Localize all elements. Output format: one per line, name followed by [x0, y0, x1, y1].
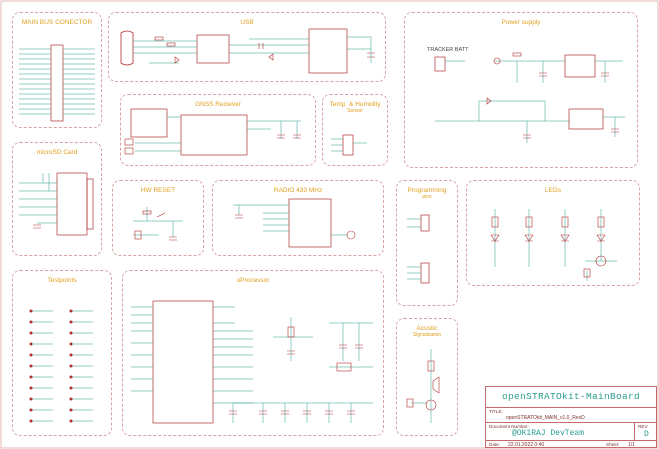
block-uprocessor: uProcessor: [122, 270, 384, 436]
programming-circuit: [407, 214, 430, 284]
title-value: openSTRATOkit_MAIN_v1.0_RevD: [506, 415, 585, 421]
block-testpoints: Testpoints: [12, 270, 112, 436]
block-power: Power supply TRACKER BATT: [404, 12, 638, 168]
block-sub-temp: Sensor: [347, 108, 363, 114]
block-title-programming: Programming: [407, 187, 447, 194]
tb-divider: [486, 422, 656, 423]
testpoints-circuit: [29, 309, 93, 423]
rev-value: D: [644, 430, 649, 439]
block-title-gnss: GNSS Reciever: [195, 101, 241, 108]
block-usb: USB: [108, 12, 386, 82]
block-title-power: Power supply: [501, 19, 541, 26]
main-bus-connector-symbol: [19, 44, 95, 122]
block-title-acoustic: Acustic: [416, 325, 438, 332]
block-title-microsd: microSD Card: [36, 149, 78, 156]
block-temp: Temp. & Humidity Sensor: [322, 94, 388, 166]
block-sub-acoustic: Signalization: [412, 332, 442, 338]
block-microsd: microSD Card: [12, 142, 102, 256]
gnss-circuit: [124, 108, 301, 156]
usb-circuit: [120, 28, 375, 74]
title-label: TITLE:: [489, 409, 503, 414]
tb-divider: [486, 407, 656, 408]
team-name: @OK1RAJ DevTeam: [512, 429, 585, 438]
block-gnss: GNSS Reciever: [120, 94, 316, 166]
block-programming: Programming pins: [396, 180, 458, 306]
rev-divider: [634, 422, 635, 440]
block-title-temp: Temp. & Humidity: [329, 101, 381, 108]
project-name: openSTRATOkit-MainBoard: [501, 391, 641, 402]
uprocessor-circuit: [131, 300, 373, 424]
block-main-bus: MAIN BUS CONECTOR: [12, 12, 102, 128]
block-title-usb: USB: [240, 19, 254, 26]
microsd-circuit: [19, 172, 94, 236]
date-value: 22.01.2022 0:40: [508, 441, 545, 448]
title-block: openSTRATOkit-MainBoard TITLE: openSTRAT…: [485, 386, 657, 448]
block-title-radio: RADIO 433 MHz: [273, 187, 323, 194]
temp-circuit: [331, 134, 367, 156]
block-sub-programming: pins: [422, 194, 432, 200]
block-leds: LEDs: [466, 180, 640, 286]
block-acoustic: Acustic Signalization: [396, 318, 458, 436]
acoustic-circuit: [406, 349, 440, 423]
power-circuit: [434, 52, 625, 143]
tracker-batt-label: TRACKER BATT: [427, 47, 469, 53]
radio-circuit: [233, 198, 356, 248]
sheet-value: 1/1: [628, 441, 635, 448]
leds-circuit: [490, 209, 617, 281]
block-title-hw-reset: HW RESET: [140, 187, 176, 194]
sheet-label: Sheet:: [606, 442, 620, 447]
block-hw-reset: HW RESET: [112, 180, 204, 256]
block-title-leds: LEDs: [545, 187, 561, 194]
rev-label: REV:: [638, 424, 649, 429]
hw-reset-circuit: [133, 207, 183, 241]
tb-divider: [486, 440, 656, 441]
docnum-label: Document Number:: [489, 424, 529, 429]
block-title-uprocessor: uProcessor: [236, 277, 270, 284]
block-radio: RADIO 433 MHz: [212, 180, 384, 256]
block-title-main-bus: MAIN BUS CONECTOR: [21, 19, 93, 26]
date-label: Date:: [489, 442, 500, 447]
block-title-testpoints: Testpoints: [47, 277, 77, 284]
